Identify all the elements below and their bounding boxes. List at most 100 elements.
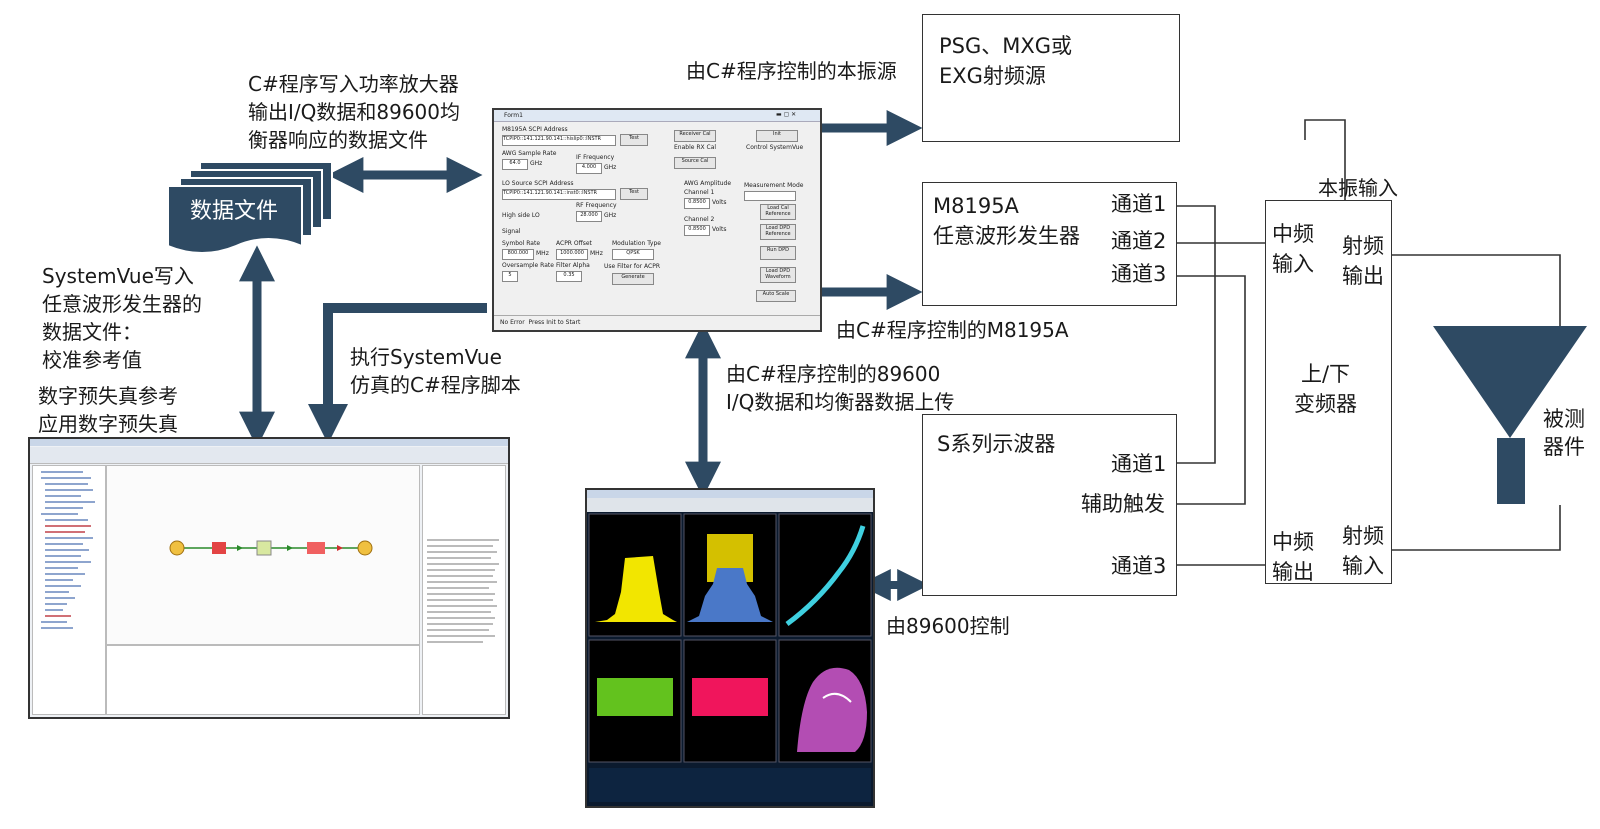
vsa-toolbar	[587, 498, 873, 512]
lo-input[interactable]: TCPIP0::141.121.90.141::inst0::INSTR	[502, 189, 616, 200]
scope-ch3: 通道3	[1111, 554, 1167, 578]
spectrum-yellow	[595, 556, 677, 622]
psg-source-box: PSG、MXG或 EXG射频源	[922, 14, 1180, 142]
curve-cyan	[785, 525, 866, 627]
sv-titlebar	[30, 439, 508, 446]
scope-aux-trigger: 辅助触发	[1081, 492, 1165, 516]
awg-rate-input[interactable]: 64.0	[502, 159, 528, 170]
sv-tree-lines	[41, 471, 95, 629]
converter-if-in: 中频 输入	[1272, 222, 1314, 276]
form1-status: No Error Press Init to Start	[500, 319, 581, 326]
acpr-offset-input[interactable]: 1000.000	[556, 249, 588, 260]
psg-source-title: PSG、MXG或 EXG射频源	[939, 34, 1073, 88]
label-m8195a-control: 由C#程序控制的M8195A	[836, 318, 1069, 342]
symbol-rate-input[interactable]: 800.000	[502, 249, 534, 260]
run-dpd-button[interactable]: Run DPD	[760, 246, 796, 260]
acpr-offset-unit: MHz	[590, 250, 603, 257]
oversample-input[interactable]: 5	[502, 271, 518, 282]
scope-title: S系列示波器	[937, 432, 1056, 456]
channel1-input[interactable]: 0.8500	[684, 198, 710, 209]
exec-script-arrow	[308, 303, 487, 445]
m8195a-ch1: 通道1	[1111, 192, 1167, 216]
rf-freq-unit: GHz	[604, 212, 617, 219]
spectrum-blue	[687, 568, 773, 622]
load-dpd-button[interactable]: Load DPD Reference	[760, 224, 796, 240]
label-lo-control: 由C#程序控制的本振源	[686, 59, 897, 83]
label-csharp-write-pa: C#程序写入功率放大器 输出I/Q数据和89600均 衡器响应的数据文件	[248, 72, 461, 152]
receiver-cal-button[interactable]: Receiver Cal	[674, 130, 716, 142]
channel1-label: Channel 1	[684, 189, 715, 196]
filter-alpha-input[interactable]: 0.35	[556, 271, 582, 282]
form1-statusbar: No Error Press Init to Start	[494, 315, 820, 329]
label-dpd-apply: 数字预失真参考 应用数字预失真	[38, 384, 178, 436]
use-filter-checkbox[interactable]: Use Filter for ACPR	[604, 263, 661, 270]
label-lo-input: 本振输入	[1318, 176, 1398, 200]
converter-rf-out: 射频 输出	[1342, 234, 1384, 288]
spectrum-pink	[692, 678, 768, 716]
data-file-label: 数据文件	[190, 199, 279, 224]
vsa89600-window	[585, 488, 875, 808]
converter-center: 上/下 变频器	[1294, 362, 1357, 416]
load-cal-button[interactable]: Load Cal Reference	[760, 204, 796, 220]
spectrum-green	[597, 678, 673, 716]
signal-label: Signal	[502, 228, 521, 235]
channel2-unit: Volts	[712, 226, 727, 233]
sv-right-list	[427, 539, 499, 643]
channel1-unit: Volts	[712, 199, 727, 206]
mod-type-select[interactable]: QPSK	[612, 249, 654, 260]
window-controls[interactable]: ▬ ▢ ✕	[776, 111, 797, 118]
measurement-mode-label: Measurement Mode	[744, 182, 804, 189]
scpi-label: M8195A SCPI Address	[502, 126, 568, 133]
high-side-lo-checkbox[interactable]: High side LO	[502, 212, 540, 219]
init-button[interactable]: Init	[756, 130, 798, 142]
source-cal-button[interactable]: Source Cal	[674, 157, 716, 169]
if-freq-label: IF Frequency	[576, 154, 615, 161]
if-freq-unit: GHz	[604, 164, 617, 171]
mod-type-label: Modulation Type	[612, 240, 661, 247]
lo-label: LO Source SCPI Address	[502, 180, 574, 187]
auto-scale-button[interactable]: Auto Scale	[756, 290, 796, 302]
sv-tree-panel	[32, 465, 106, 715]
label-exec-systemvue: 执行SystemVue 仿真的C#程序脚本	[350, 345, 521, 397]
symbol-rate-unit: MHz	[536, 250, 549, 257]
scope-ch1: 通道1	[1111, 452, 1167, 476]
converter-if-out: 中频 输出	[1272, 530, 1314, 584]
sv-right-panel	[422, 465, 506, 715]
load-dpd-waveform-button[interactable]: Load DPD Waveform	[760, 267, 796, 283]
sv-output-panel	[106, 645, 420, 715]
rf-freq-label: RF Frequency	[576, 202, 617, 209]
converter-rf-in: 射频 输入	[1342, 524, 1384, 578]
data-file-stack: 数据文件	[168, 160, 338, 258]
dut-triangle	[1433, 326, 1587, 438]
enable-rx-cal-checkbox[interactable]: Enable RX Cal	[674, 144, 717, 151]
channel2-input[interactable]: 0.8500	[684, 225, 710, 236]
signal-lines	[1175, 119, 1561, 566]
oversample-label: Oversample Rate	[502, 262, 554, 269]
if-freq-input[interactable]: 4.000	[576, 163, 602, 174]
m8195a-ch2: 通道2	[1111, 229, 1167, 253]
measurement-mode-select[interactable]	[744, 191, 796, 201]
lo-test-button[interactable]: Test	[620, 188, 648, 200]
filter-alpha-label: Filter Alpha	[556, 262, 590, 269]
scpi-input[interactable]: TCPIP0::141.121.90.141::hislip0::INSTR	[502, 135, 616, 146]
label-systemvue-write: SystemVue写入 任意波形发生器的 数据文件： 校准参考值	[42, 264, 202, 372]
form1-title: Form1	[504, 112, 523, 119]
awg-rate-label: AWG Sample Rate	[502, 150, 557, 157]
data-file-shape	[168, 161, 333, 254]
control-systemvue-checkbox[interactable]: Control SystemVue	[746, 144, 804, 151]
symbol-rate-label: Symbol Rate	[502, 240, 541, 247]
sv-schematic	[169, 540, 373, 556]
awg-rate-unit: GHz	[530, 160, 543, 167]
channel2-label: Channel 2	[684, 216, 715, 223]
scpi-test-button[interactable]: Test	[620, 134, 648, 146]
m8195a-title: M8195A 任意波形发生器	[933, 194, 1080, 248]
vsa-titlebar	[587, 490, 873, 498]
rf-freq-input[interactable]: 28.000	[576, 211, 602, 222]
lo-value: TCPIP0::141.121.90.141::inst0::INSTR	[503, 190, 598, 196]
converter-box: 中频 输入 射频 输出 上/下 变频器 中频 输出 射频 输入	[1265, 200, 1392, 584]
m8195a-box: M8195A 任意波形发生器 通道1 通道2 通道3	[922, 182, 1177, 306]
generate-button[interactable]: Generate	[612, 273, 654, 285]
sv-schematic-canvas	[106, 465, 420, 645]
m8195a-ch3: 通道3	[1111, 262, 1167, 286]
